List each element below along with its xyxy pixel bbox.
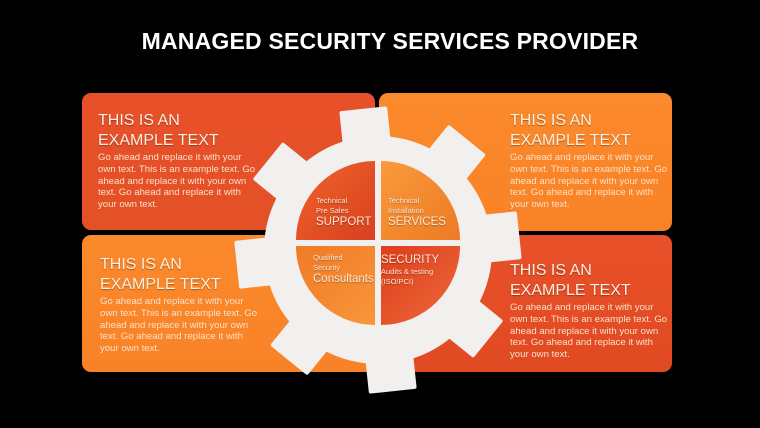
- card-heading: EXAMPLE TEXT: [98, 132, 219, 149]
- card-heading: THIS IS AN: [98, 112, 180, 129]
- card-body: Go ahead and replace it with your own te…: [100, 296, 258, 355]
- quadrant-security-text: SECURITY Audits & testing (ISO/PCI): [381, 254, 440, 286]
- quadrant-support: [296, 161, 375, 240]
- quadrant-support-text: Technical Pre Sales SUPPORT: [316, 196, 372, 228]
- card-heading: EXAMPLE TEXT: [510, 282, 631, 299]
- quadrant-consultants-text: Qualified Security Consultants: [313, 253, 374, 285]
- quadrant-security: [381, 246, 460, 325]
- page-title: MANAGED SECURITY SERVICES PROVIDER: [141, 28, 639, 54]
- quadrant-services: [381, 161, 460, 240]
- card-body: Go ahead and replace it with your own te…: [510, 152, 668, 211]
- card-heading: EXAMPLE TEXT: [510, 132, 631, 149]
- quadrant-consultants: [296, 246, 375, 325]
- card-heading: THIS IS AN: [100, 256, 182, 273]
- card-heading: THIS IS AN: [510, 262, 592, 279]
- quadrant-services-text: Technical Installation SERVICES: [388, 196, 446, 228]
- card-body: Go ahead and replace it with your own te…: [510, 302, 668, 361]
- card-heading: EXAMPLE TEXT: [100, 276, 221, 293]
- card-heading: THIS IS AN: [510, 112, 592, 129]
- card-body: Go ahead and replace it with your own te…: [98, 152, 256, 211]
